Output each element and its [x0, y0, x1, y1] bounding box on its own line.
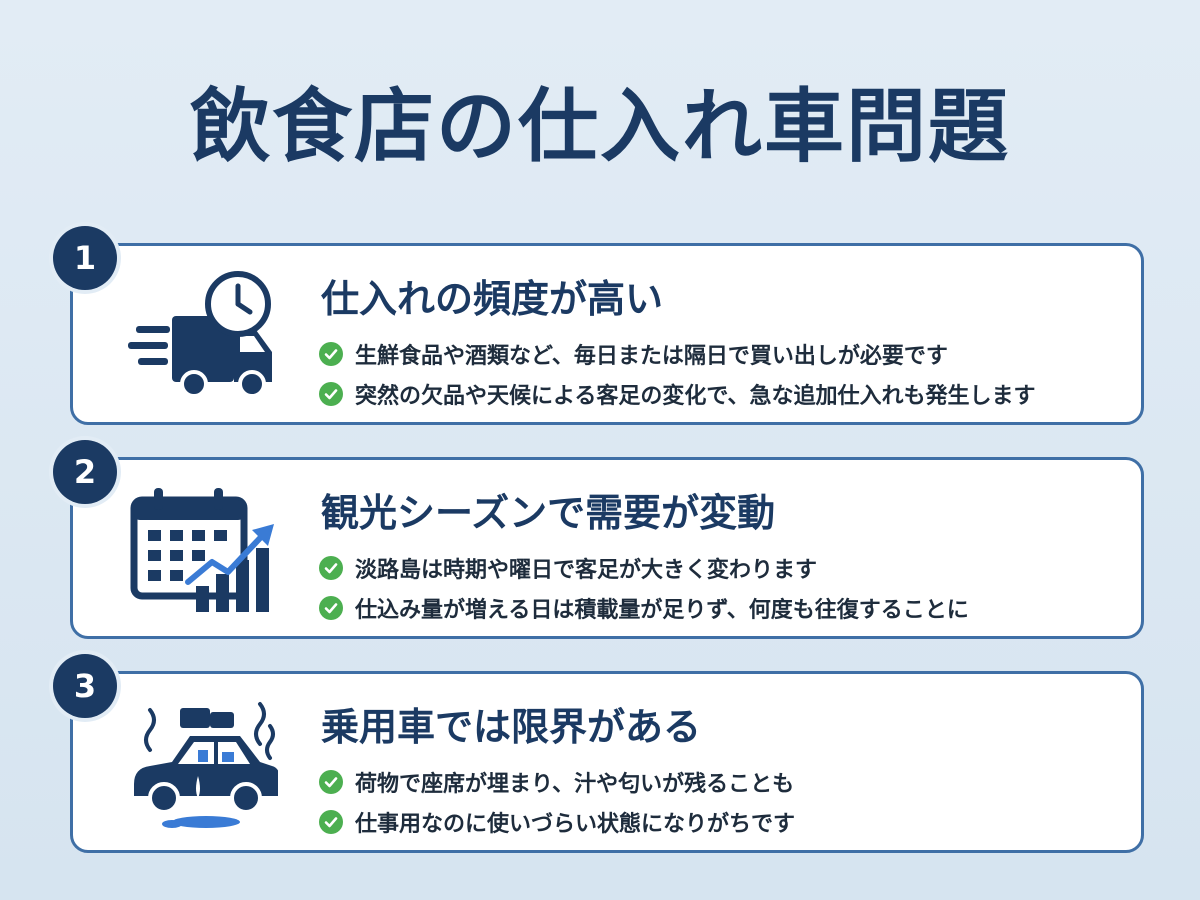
card-number-badge: 3 [53, 654, 117, 718]
check-circle-icon [319, 382, 343, 406]
bullet-text: 荷物で座席が埋まり、汁や匂いが残ることも [355, 772, 795, 797]
check-circle-icon [319, 556, 343, 580]
bullet-list: 生鮮食品や酒類など、毎日または隔日で買い出しが必要です 突然の欠品や天候による客… [319, 334, 1035, 414]
bullet-text: 突然の欠品や天候による客足の変化で、急な追加仕入れも発生します [355, 384, 1036, 409]
bullet-list: 淡路島は時期や曜日で客足が大きく変わります 仕込み量が増える日は積載量が足りず、… [319, 548, 969, 628]
card-heading: 乗用車では限界がある [321, 705, 702, 749]
problem-card-2: 2 [53, 440, 1144, 639]
bullet-text: 仕込み量が増える日は積載量が足りず、何度も往復することに [355, 598, 969, 623]
bullet-item: 淡路島は時期や曜日で客足が大きく変わります [319, 548, 969, 588]
card-number-badge: 1 [53, 226, 117, 290]
bullet-list: 荷物で座席が埋まり、汁や匂いが残ることも 仕事用なのに使いづらい状態になりがちで… [319, 762, 795, 842]
check-circle-icon [319, 770, 343, 794]
bullet-item: 突然の欠品や天候による客足の変化で、急な追加仕入れも発生します [319, 374, 1035, 414]
delivery-truck-clock-icon [128, 264, 278, 404]
overloaded-car-icon [128, 692, 278, 832]
check-circle-icon [319, 596, 343, 620]
bullet-text: 淡路島は時期や曜日で客足が大きく変わります [355, 558, 818, 583]
page-title: 飲食店の仕入れ車問題 [190, 80, 1010, 173]
problem-card-1: 1 仕入れの頻度が高い 生鮮食品や酒類など、毎日または隔日で買い出しが必要です [53, 226, 1144, 425]
bullet-text: 生鮮食品や酒類など、毎日または隔日で買い出しが必要です [355, 344, 948, 369]
problem-card-3: 3 乗用車では限界がある [53, 654, 1144, 853]
card-number-badge: 2 [53, 440, 117, 504]
check-circle-icon [319, 810, 343, 834]
card-heading: 観光シーズンで需要が変動 [321, 491, 776, 535]
bullet-text: 仕事用なのに使いづらい状態になりがちです [355, 812, 796, 837]
card-heading: 仕入れの頻度が高い [321, 277, 664, 321]
bullet-item: 荷物で座席が埋まり、汁や匂いが残ることも [319, 762, 795, 802]
calendar-chart-icon [128, 478, 278, 618]
bullet-item: 仕込み量が増える日は積載量が足りず、何度も往復することに [319, 588, 969, 628]
bullet-item: 生鮮食品や酒類など、毎日または隔日で買い出しが必要です [319, 334, 1035, 374]
bullet-item: 仕事用なのに使いづらい状態になりがちです [319, 802, 795, 842]
check-circle-icon [319, 342, 343, 366]
